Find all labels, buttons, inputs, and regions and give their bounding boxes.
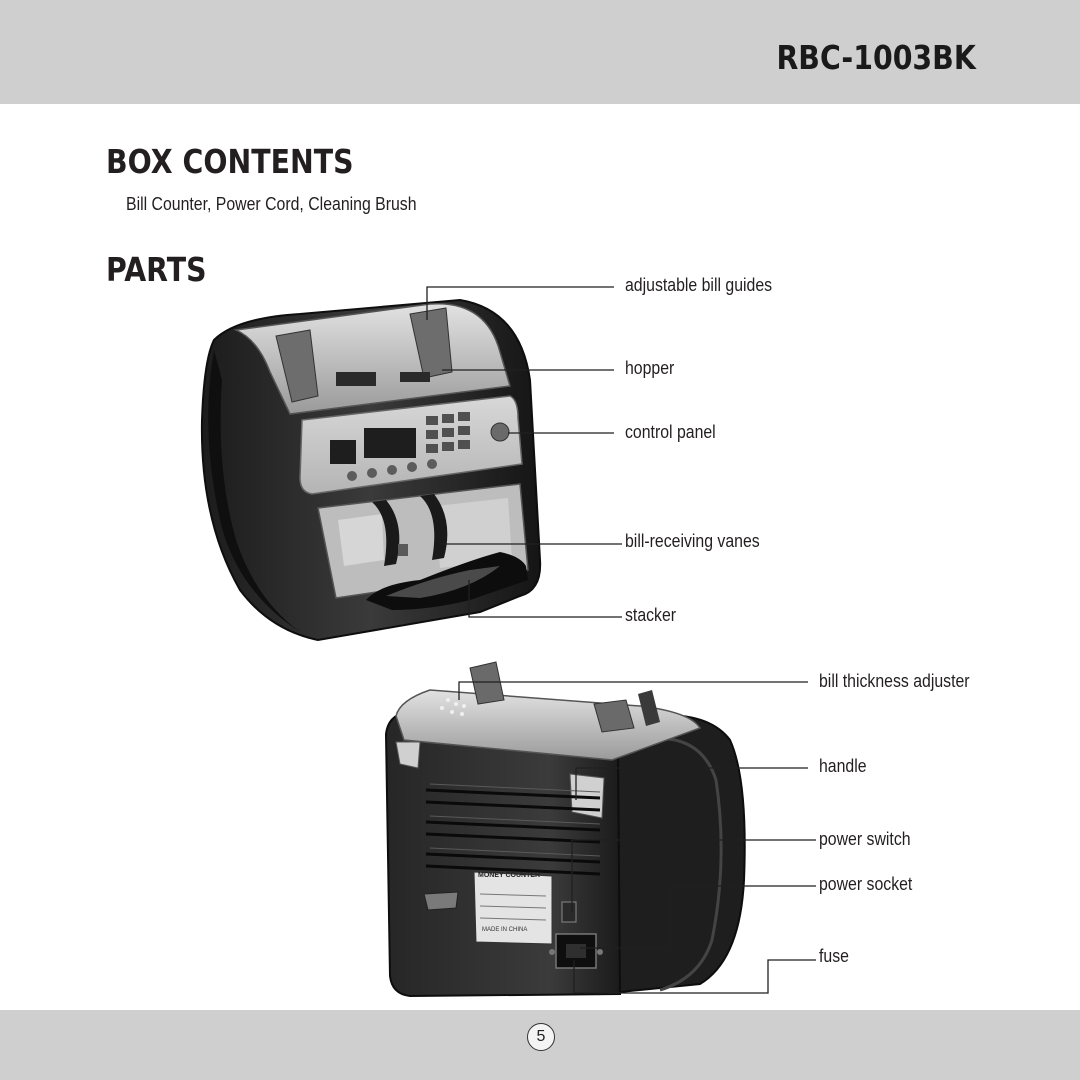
box-contents-text: Bill Counter, Power Cord, Cleaning Brush [126,194,417,214]
device-plate-footer: MADE IN CHINA [482,927,528,933]
parts-title: PARTS [106,250,207,289]
label-fuse: fuse [819,946,849,966]
device-plate-title: MONEY COUNTER [478,872,541,879]
back-device-image [384,661,746,998]
label-hopper: hopper [625,358,675,378]
leader-lines [426,286,816,994]
header-band [0,0,1080,104]
label-control-panel: control panel [625,422,716,442]
model-number: RBC-1003BK [776,38,976,77]
label-bill-thickness-adjuster: bill thickness adjuster [819,671,970,691]
label-power-socket: power socket [819,874,913,894]
label-stacker: stacker [625,605,677,625]
box-contents-title: BOX CONTENTS [106,142,354,181]
front-device-image [200,298,542,642]
label-adjustable-bill-guides: adjustable bill guides [625,275,773,295]
page-number: 5 [527,1023,555,1051]
label-bill-receiving-vanes: bill-receiving vanes [625,531,760,551]
label-handle: handle [819,756,867,776]
label-power-switch: power switch [819,829,911,849]
